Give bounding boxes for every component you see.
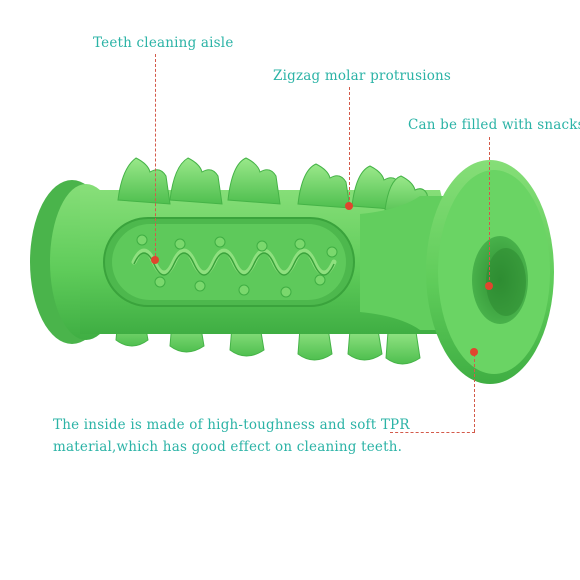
marker-teeth-cleaning: [151, 256, 159, 264]
marker-snacks: [485, 282, 493, 290]
leader-teeth-cleaning: [155, 54, 156, 256]
callout-inside-line-1: The inside is made of high-toughness and…: [53, 417, 410, 433]
callout-inside-line-2: material,which has good effect on cleani…: [53, 439, 403, 455]
leader-zigzag-molar: [349, 87, 350, 205]
leader-inside-horizontal: [390, 432, 475, 433]
callout-inside-material: The inside is made of high-toughness and…: [53, 414, 410, 458]
aisle-nubs: [136, 234, 338, 298]
callout-zigzag-molar: Zigzag molar protrusions: [273, 68, 452, 84]
marker-inside: [470, 348, 478, 356]
callout-snacks: Can be filled with snacks: [408, 117, 580, 133]
leader-snacks: [489, 137, 490, 285]
leader-inside-vertical: [474, 354, 475, 432]
zigzag-ridge: [131, 248, 337, 276]
marker-zigzag-molar: [345, 202, 353, 210]
callout-teeth-cleaning: Teeth cleaning aisle: [93, 35, 234, 51]
